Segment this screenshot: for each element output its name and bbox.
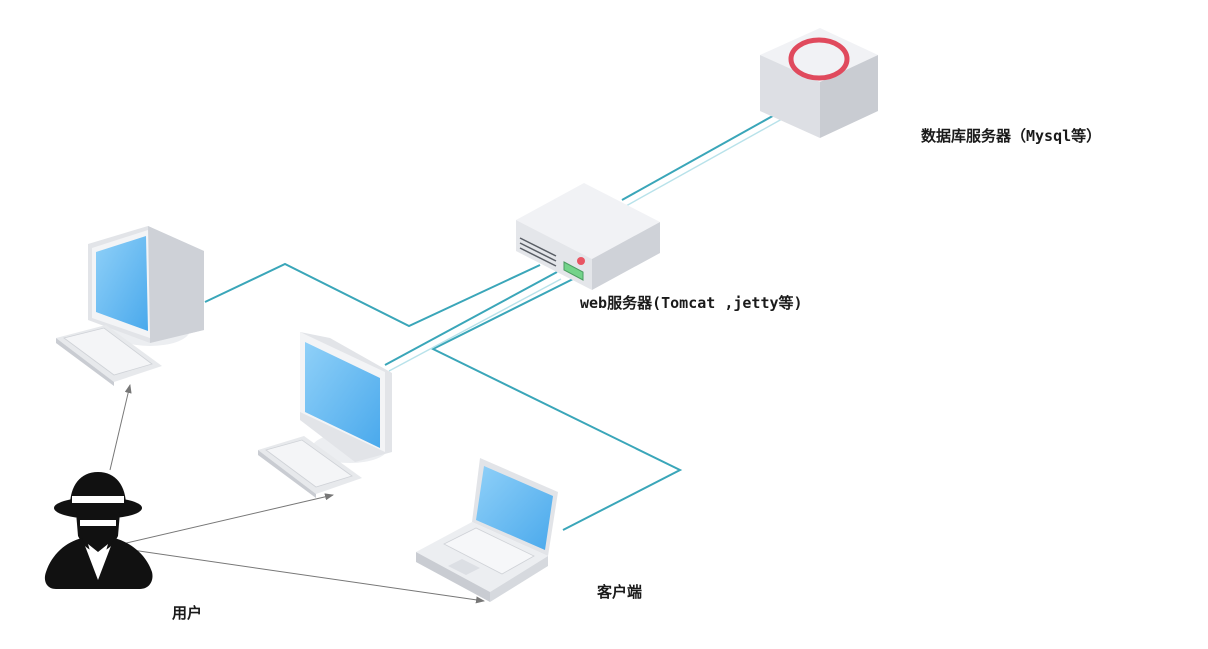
link-db-to-web bbox=[621, 112, 779, 201]
client-label: 客户端 bbox=[597, 583, 643, 601]
link-web-to-desktop-2 bbox=[384, 271, 558, 366]
laptop-icon bbox=[416, 458, 558, 602]
desktop-computer-icon-2 bbox=[258, 332, 392, 498]
arrow-user-to-desktop-2 bbox=[117, 493, 334, 546]
database-server-icon bbox=[760, 28, 878, 138]
link-web-to-laptop bbox=[430, 277, 683, 531]
desktop-computer-icon-1 bbox=[56, 226, 204, 386]
user-label: 用户 bbox=[172, 604, 203, 622]
arrow-user-to-laptop bbox=[117, 547, 485, 604]
arrow-user-to-desktop-1 bbox=[109, 384, 132, 471]
spy-user-icon bbox=[44, 472, 153, 589]
user-access-arrows bbox=[109, 384, 485, 604]
web-server-icon bbox=[516, 183, 660, 290]
web-server-label: web服务器(Tomcat ,jetty等) bbox=[580, 294, 803, 312]
db-server-label: 数据库服务器（Mysql等） bbox=[921, 127, 1102, 145]
link-web-to-desktop-1 bbox=[204, 262, 541, 328]
network-links bbox=[204, 112, 779, 531]
